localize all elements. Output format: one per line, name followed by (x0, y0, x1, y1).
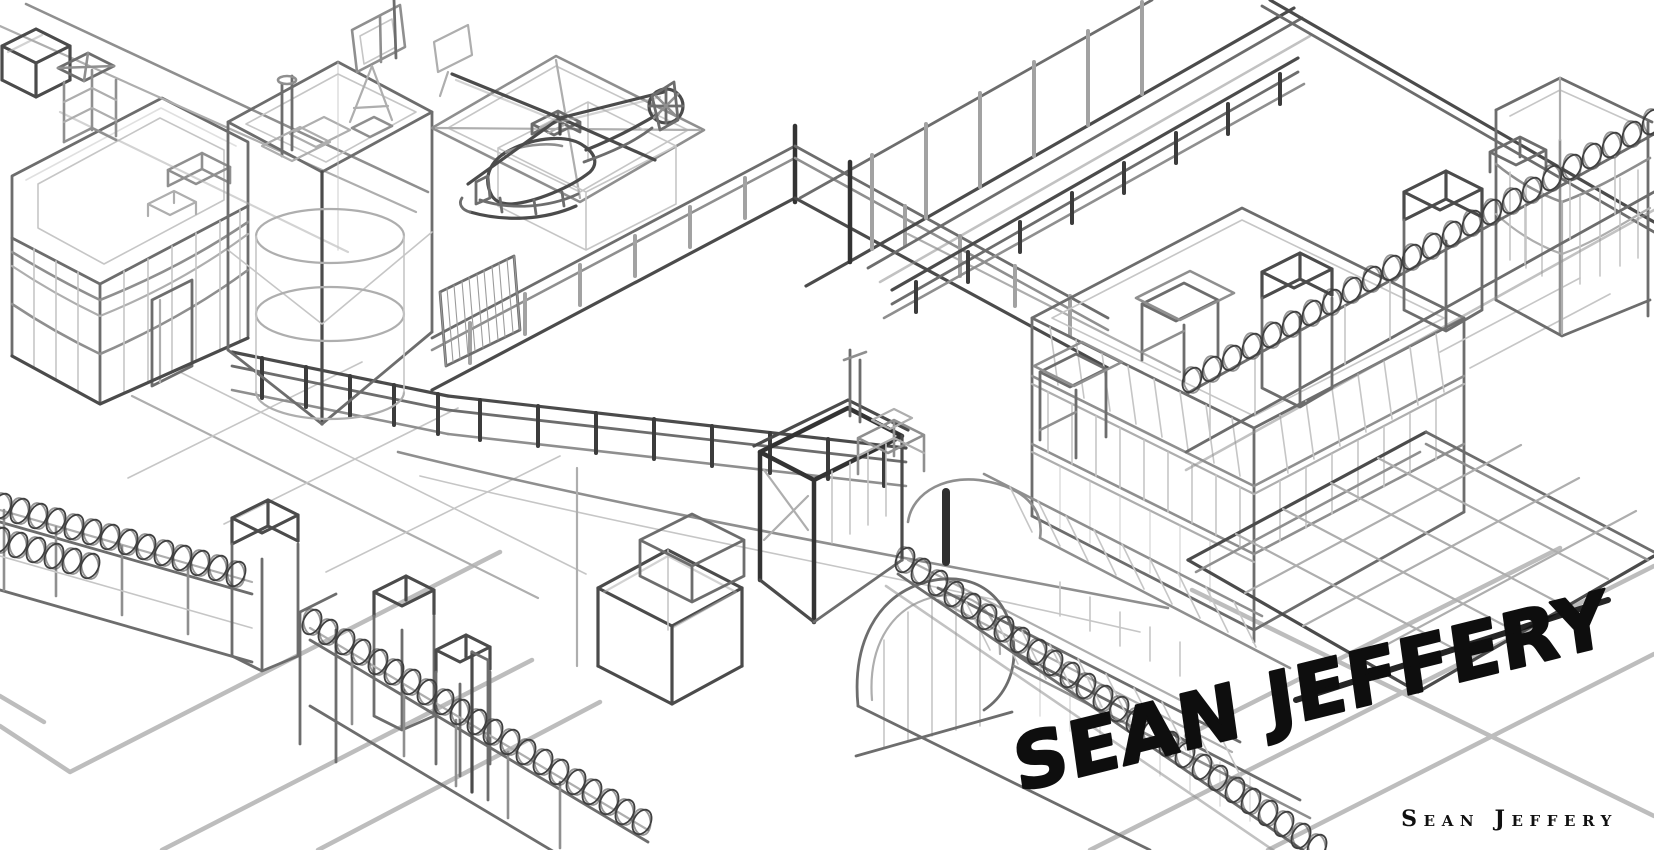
left-building (10, 96, 250, 406)
guard-railings (230, 123, 1110, 488)
surveillance-tower (226, 0, 522, 426)
signature-text: SEAN JEFFERY (1008, 573, 1615, 810)
stacked-cube-structure (575, 466, 746, 706)
razor-wire-wall-center (884, 543, 1332, 850)
razor-wire-coil-row (0, 489, 657, 839)
perimeter-fence (798, 0, 1654, 320)
razor-wire-wall-right (1177, 105, 1654, 472)
razor-wire-wall-left (0, 489, 657, 850)
artist-name-printed: Sean Jeffery (1401, 806, 1618, 832)
rooftop-vent-boxes (0, 2, 430, 254)
artist-signature-handwritten: SEAN JEFFERY (1007, 572, 1616, 811)
helipad (430, 54, 706, 251)
helicopter (450, 72, 685, 220)
far-right-building (1494, 76, 1654, 338)
front-cube-building (752, 348, 950, 625)
ground-markings (0, 232, 1654, 850)
right-building-complex (1030, 206, 1466, 644)
